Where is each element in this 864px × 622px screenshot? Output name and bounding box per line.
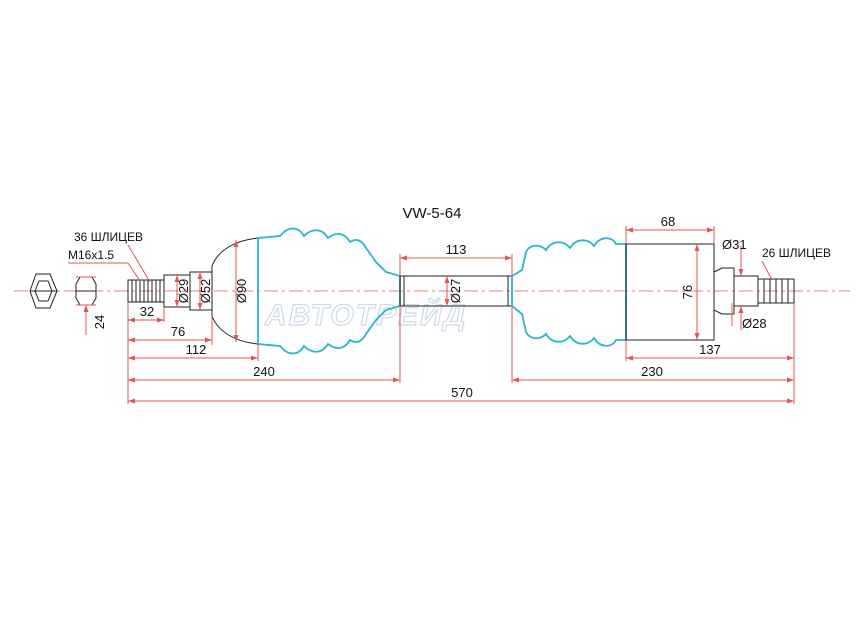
dim-outer-cv-length: 112 (186, 342, 207, 357)
inner-spline-stub (757, 278, 795, 304)
dim-journal-length: 76 (171, 324, 185, 339)
part-number-title: VW-5-64 (403, 205, 462, 222)
outer-boot (257, 227, 401, 355)
dim-inner-section-length: 230 (641, 364, 663, 379)
dim-thread-length: 32 (140, 304, 154, 319)
dim-dia-27: Ø27 (448, 279, 463, 304)
dim-inner-body-diameter: 76 (680, 285, 695, 299)
dim-dia-90: Ø90 (234, 279, 249, 304)
dim-inner-body-length: 68 (661, 214, 675, 229)
threaded-stub (127, 279, 165, 303)
washer (75, 276, 97, 306)
note-outer-splines: 36 ШЛИЦЕВ (74, 230, 143, 244)
inner-boot (511, 237, 627, 347)
leader-outer-splines (127, 244, 151, 283)
dim-dia-29: Ø29 (176, 279, 191, 304)
axle-nut (29, 273, 58, 309)
dim-outer-section-length: 240 (253, 364, 275, 379)
dim-nut-size: 24 (92, 315, 107, 329)
note-inner-splines: 26 ШЛИЦЕВ (762, 246, 831, 260)
watermark: АВТОТРЕЙД (264, 297, 467, 332)
dim-dia-28: Ø28 (742, 316, 767, 331)
leader-inner-splines (761, 260, 773, 281)
note-thread: M16x1.5 (68, 248, 114, 262)
extension-lines (127, 226, 795, 404)
dim-dia-52: Ø52 (198, 279, 213, 304)
dim-inner-housing-length: 137 (699, 342, 721, 357)
leader-thread (127, 262, 141, 282)
dim-dia-31: Ø31 (722, 237, 747, 252)
dim-total-length: 570 (451, 385, 473, 400)
dim-shaft-length: 113 (446, 242, 467, 257)
